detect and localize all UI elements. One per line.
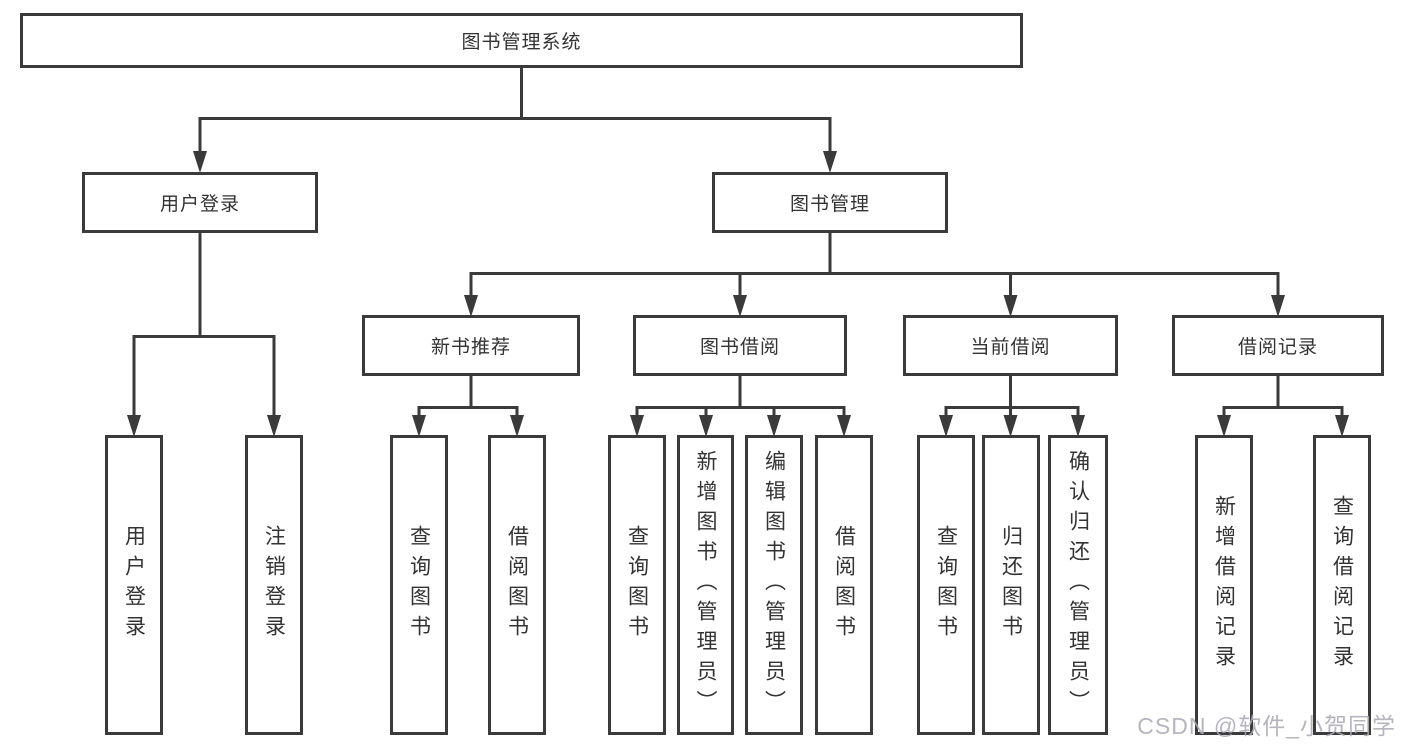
node-leaf-query-book-1: 查询图书 [390,435,448,735]
node-leaf-user-login-label: 用户登录 [122,525,146,645]
node-leaf-confirm-return-admin-label: 确认归还（管理员） [1066,450,1090,720]
csdn-watermark: CSDN @软件_小贺同学 [1137,713,1396,739]
connector-book-mgmt-to-level2 [464,233,1285,317]
node-leaf-borrow-book-2-label: 借阅图书 [832,525,856,645]
node-leaf-borrow-book-2: 借阅图书 [815,435,873,735]
node-leaf-borrow-book-1-label: 借阅图书 [505,525,529,645]
node-leaf-logout-label: 注销登录 [262,525,286,645]
node-borrow-record: 借阅记录 [1172,315,1384,376]
node-leaf-query-book-2-label: 查询图书 [625,525,649,645]
node-leaf-add-book-admin-label: 新增图书（管理员） [694,450,717,720]
node-leaf-edit-book-admin-label: 编辑图书（管理员） [762,450,786,720]
node-user-login-branch: 用户登录 [82,172,318,233]
node-leaf-query-book-1-label: 查询图书 [407,525,431,645]
node-leaf-user-login: 用户登录 [105,435,163,735]
node-leaf-query-book-3-label: 查询图书 [934,525,958,645]
node-current-borrow: 当前借阅 [903,315,1118,376]
node-leaf-edit-book-admin: 编辑图书（管理员） [745,435,803,735]
connector-root-to-level1 [193,68,837,173]
node-leaf-confirm-return-admin: 确认归还（管理员） [1048,435,1108,735]
node-new-book-recommend: 新书推荐 [362,315,580,376]
node-root: 图书管理系统 [20,13,1023,68]
node-leaf-query-book-3: 查询图书 [917,435,975,735]
node-leaf-add-borrow-record: 新增借阅记录 [1195,435,1253,735]
node-leaf-query-borrow-record: 查询借阅记录 [1313,435,1371,735]
connector-borrow-to-leaves [630,376,851,437]
connector-record-to-leaves [1217,376,1349,437]
node-leaf-logout: 注销登录 [245,435,303,735]
connector-recommend-to-leaves [412,376,524,437]
connector-current-to-leaves [939,376,1085,437]
node-leaf-query-book-2: 查询图书 [608,435,666,735]
node-leaf-add-borrow-record-label: 新增借阅记录 [1212,495,1236,675]
node-book-borrow: 图书借阅 [633,315,847,376]
node-leaf-return-book-label: 归还图书 [999,525,1023,645]
node-leaf-return-book: 归还图书 [982,435,1040,735]
node-leaf-add-book-admin: 新增图书（管理员） [677,435,734,735]
connector-user-login-to-leaves [127,233,281,437]
node-book-mgmt-branch: 图书管理 [712,172,948,233]
node-leaf-borrow-book-1: 借阅图书 [488,435,546,735]
node-leaf-query-borrow-record-label: 查询借阅记录 [1330,495,1354,675]
